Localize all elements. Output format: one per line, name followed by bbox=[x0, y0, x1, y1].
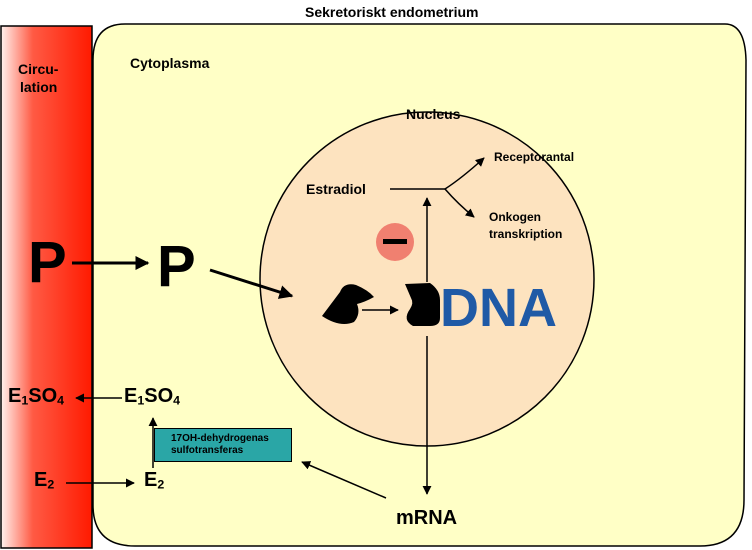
circulation-label-line1: Circu- bbox=[18, 61, 59, 77]
cytoplasm-label: Cytoplasma bbox=[130, 55, 210, 71]
hormone-p-cell: P bbox=[157, 234, 196, 299]
circulation-bar bbox=[0, 25, 93, 549]
inhibition-minus-icon bbox=[383, 239, 407, 244]
enzyme-label-line2: sulfotransferas bbox=[171, 445, 244, 456]
receptor-shape-icon bbox=[322, 284, 374, 324]
oncogene-label-line2: transkription bbox=[489, 227, 563, 241]
circulation-label-line2: lation bbox=[20, 79, 58, 95]
arrow-to-receptor-count bbox=[444, 157, 485, 190]
nucleus-label: Nucleus bbox=[406, 106, 461, 122]
receptor-count-label: Receptorantal bbox=[494, 150, 575, 164]
e1so4-cell: E1SO4 bbox=[124, 385, 181, 408]
dna-label: DNA bbox=[440, 278, 557, 338]
arrow-p-to-nucleus bbox=[209, 268, 294, 299]
e1so4-circulation: E1SO4 bbox=[8, 385, 65, 408]
e2-circulation: E2 bbox=[34, 469, 55, 492]
enzyme-box: 17OH-dehydrogenas sulfotransferas bbox=[154, 428, 292, 462]
hormone-p-circulation: P bbox=[28, 230, 67, 295]
mrna-label: mRNA bbox=[396, 507, 458, 529]
oncogene-label-line1: Onkogen bbox=[489, 210, 542, 224]
estradiol-label: Estradiol bbox=[306, 181, 366, 197]
arrow-mrna-to-enzyme bbox=[301, 461, 387, 499]
arrow-to-oncogene bbox=[444, 188, 475, 218]
receptor-bound-dna-icon bbox=[405, 283, 440, 326]
enzyme-label-line1: 17OH-dehydrogenas bbox=[171, 433, 269, 444]
diagram-title: Sekretoriskt endometrium bbox=[305, 4, 479, 20]
e2-cell: E2 bbox=[144, 469, 165, 492]
